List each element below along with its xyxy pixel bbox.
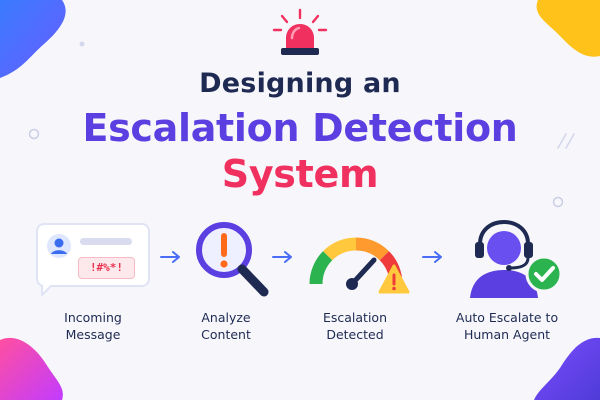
magnifier-alert-icon <box>196 222 269 297</box>
corner-blob-bottom-left <box>0 337 63 400</box>
arrow-right-icon <box>160 251 180 263</box>
decor-slashes <box>557 133 575 149</box>
corner-blob-bottom-right <box>534 337 600 400</box>
title-line-3: System <box>221 152 379 196</box>
title-line-2: Escalation Detection <box>82 106 518 150</box>
gauge-warning-icon <box>309 237 410 294</box>
chat-tail <box>41 285 53 296</box>
user-avatar-icon <box>47 234 71 258</box>
arrow-right-icon <box>422 251 442 263</box>
arrow-right-icon <box>272 251 292 263</box>
profanity-badge: !#%*! <box>78 257 135 279</box>
decor-circle <box>28 128 40 140</box>
decor-dot <box>79 41 85 47</box>
title-line-1: Designing an <box>199 68 401 99</box>
siren-icon <box>272 8 328 55</box>
headset-agent-check-icon <box>470 219 563 298</box>
message-placeholder-line <box>80 238 132 245</box>
decor-circle <box>552 196 564 208</box>
corner-blob-top-left <box>0 0 66 78</box>
chat-message-icon: !#%*! <box>36 223 150 287</box>
corner-blob-top-right <box>536 0 600 57</box>
